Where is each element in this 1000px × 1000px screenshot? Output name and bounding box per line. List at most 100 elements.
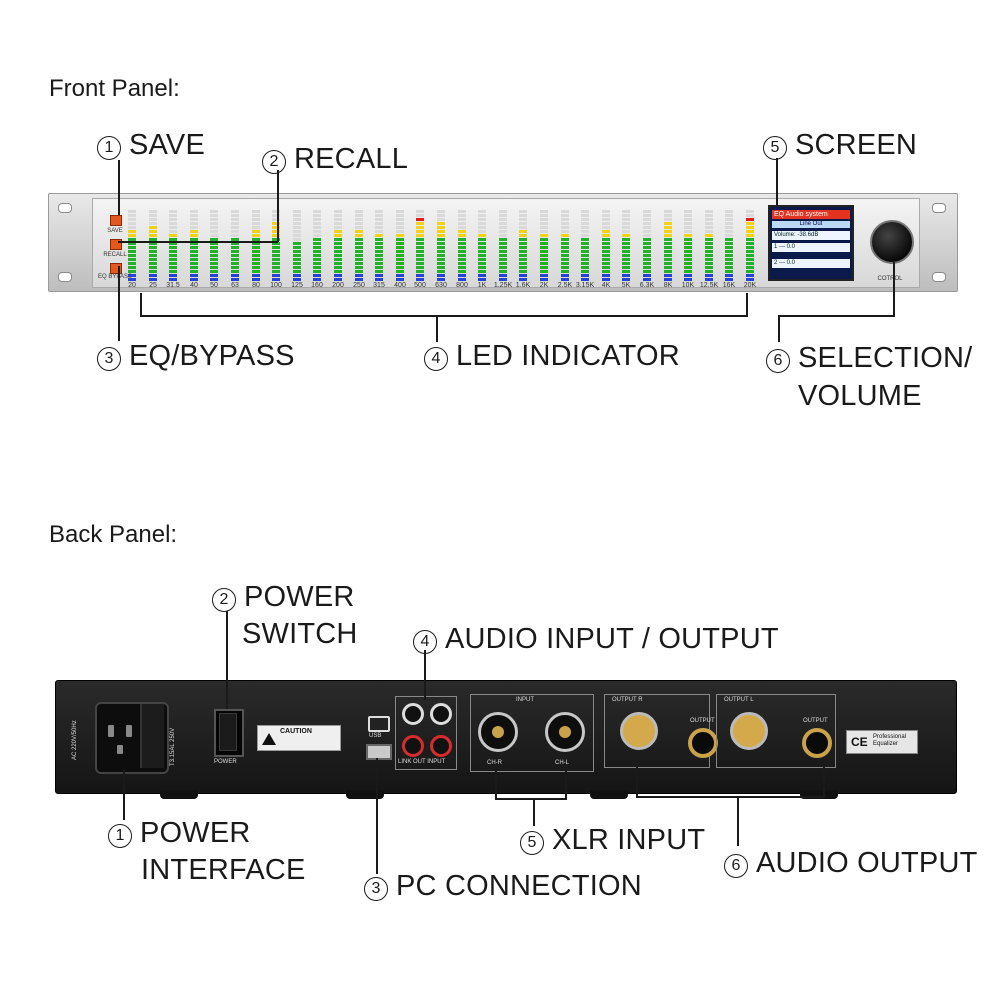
led-segment: [313, 258, 321, 261]
led-segment: [128, 274, 136, 277]
led-segment: [252, 246, 260, 249]
iec-rating-label: AC 220V/50Hz: [72, 720, 78, 760]
led-segment: [252, 242, 260, 245]
jack-output-l[interactable]: [802, 728, 832, 758]
rca-jack-input-r[interactable]: [430, 735, 452, 757]
led-segment: [252, 258, 260, 261]
power-switch-rocker[interactable]: [219, 713, 237, 751]
led-segment: [705, 222, 713, 225]
led-segment: [437, 214, 445, 217]
led-segment: [293, 274, 301, 277]
led-segment: [437, 250, 445, 253]
led-segment: [293, 258, 301, 261]
frequency-label: 800: [456, 282, 468, 289]
leader-line: [424, 650, 426, 700]
led-segment: [664, 254, 672, 257]
led-segment: [725, 238, 733, 241]
save-button[interactable]: [110, 215, 122, 226]
led-column: [746, 210, 754, 282]
rca-jack-link-out-l[interactable]: [402, 703, 424, 725]
led-segment: [416, 246, 424, 249]
led-segment: [313, 274, 321, 277]
led-segment: [396, 210, 404, 213]
led-segment: [293, 278, 301, 281]
selection-volume-knob[interactable]: [870, 220, 914, 264]
ch-r-label: CH-R: [487, 760, 502, 766]
usb-port[interactable]: [366, 744, 392, 760]
led-segment: [437, 218, 445, 221]
led-segment: [272, 246, 280, 249]
frequency-label: 10K: [681, 282, 695, 289]
led-segment: [643, 266, 651, 269]
led-segment: [602, 250, 610, 253]
led-segment: [149, 234, 157, 237]
led-segment: [643, 238, 651, 241]
led-segment: [499, 210, 507, 213]
led-segment: [705, 234, 713, 237]
led-column: [478, 210, 486, 282]
led-segment: [499, 222, 507, 225]
xlr-output-r[interactable]: [620, 712, 658, 750]
led-segment: [355, 250, 363, 253]
led-segment: [499, 234, 507, 237]
leader-line: [277, 170, 279, 242]
led-segment: [437, 266, 445, 269]
led-segment: [746, 230, 754, 233]
led-segment: [478, 210, 486, 213]
caution-sticker: CAUTION: [257, 725, 341, 751]
led-segment: [622, 278, 630, 281]
led-segment: [540, 230, 548, 233]
led-segment: [334, 214, 342, 217]
led-segment: [643, 214, 651, 217]
recall-button[interactable]: [110, 239, 122, 250]
led-segment: [334, 274, 342, 277]
led-segment: [561, 234, 569, 237]
led-segment: [664, 262, 672, 265]
led-segment: [540, 274, 548, 277]
led-segment: [437, 226, 445, 229]
led-segment: [561, 242, 569, 245]
callout-text: SELECTION/: [798, 342, 973, 374]
led-segment: [643, 262, 651, 265]
callout-number: 2: [212, 588, 236, 612]
led-segment: [334, 258, 342, 261]
led-segment: [622, 254, 630, 257]
led-segment: [231, 262, 239, 265]
led-segment: [128, 266, 136, 269]
led-segment: [746, 270, 754, 273]
save-button-label: SAVE: [107, 228, 123, 234]
led-segment: [149, 238, 157, 241]
led-segment: [169, 274, 177, 277]
led-column: [210, 210, 218, 282]
leader-line: [823, 760, 825, 798]
led-segment: [416, 270, 424, 273]
rca-jack-link-out-r[interactable]: [402, 735, 424, 757]
callout-power-switch-line2: SWITCH: [242, 618, 358, 650]
led-segment: [746, 278, 754, 281]
led-segment: [334, 270, 342, 273]
xlr-output-l[interactable]: [730, 712, 768, 750]
jack-output-label: OUTPUT: [803, 718, 828, 724]
led-segment: [149, 254, 157, 257]
frequency-label: 250: [353, 282, 365, 289]
led-column: [458, 210, 466, 282]
led-segment: [643, 226, 651, 229]
led-column: [581, 210, 589, 282]
eq-bypass-button[interactable]: [110, 263, 122, 274]
led-segment: [540, 234, 548, 237]
led-column: [355, 210, 363, 282]
led-segment: [561, 270, 569, 273]
jack-output-r[interactable]: [688, 728, 718, 758]
led-segment: [293, 234, 301, 237]
led-segment: [375, 234, 383, 237]
led-segment: [149, 218, 157, 221]
led-segment: [210, 218, 218, 221]
led-segment: [375, 254, 383, 257]
led-segment: [622, 226, 630, 229]
led-segment: [684, 254, 692, 257]
output-l-label: OUTPUT L: [724, 697, 754, 703]
led-segment: [581, 278, 589, 281]
led-segment: [581, 210, 589, 213]
rca-jack-input-l[interactable]: [430, 703, 452, 725]
